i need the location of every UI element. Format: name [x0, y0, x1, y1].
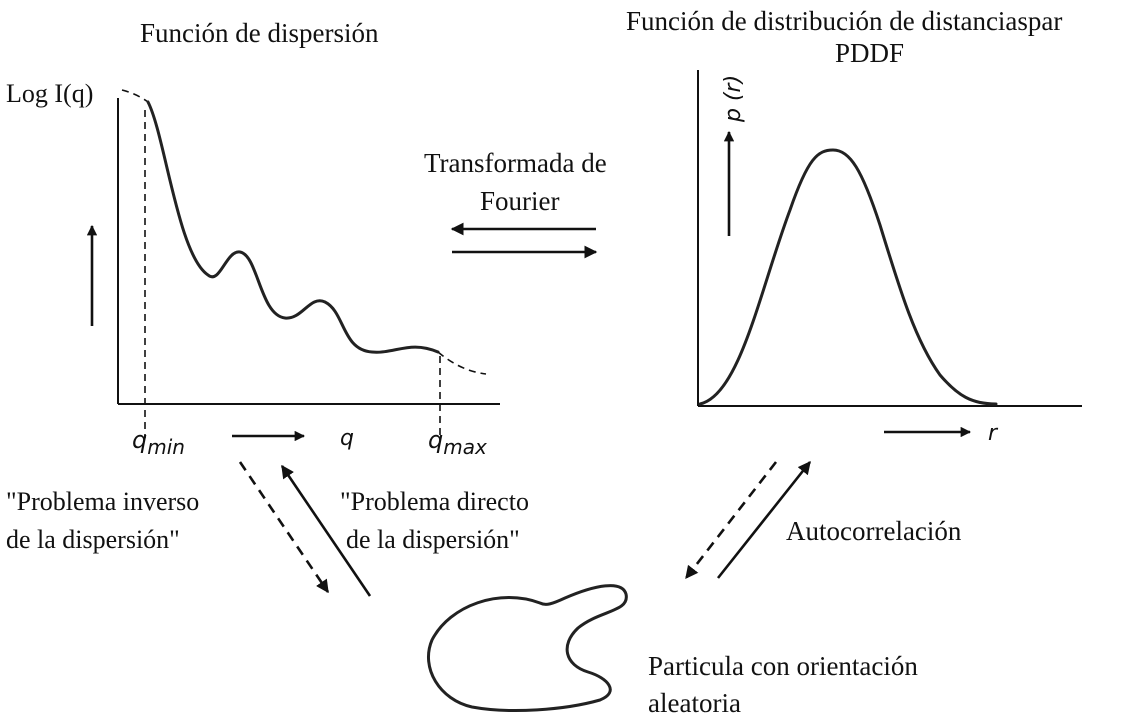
qmin-subscript: min: [147, 435, 185, 459]
particle-label-line1: Particula con orientación: [648, 651, 918, 681]
direct-problem-label-line2: de la dispersión": [346, 525, 520, 554]
direct-problem-label-line1: "Problema directo: [340, 487, 529, 516]
qmax-subscript: max: [443, 435, 487, 459]
qmin-label: qmin: [132, 426, 185, 459]
scattering-function-title: Función de dispersión: [140, 18, 379, 48]
fourier-transform-label-line2: Fourier: [480, 186, 559, 216]
pddf-title-line1: Función de distribución de distanciaspar: [626, 6, 1062, 36]
autocorrelation-dashed-arrow: [684, 461, 778, 580]
scattering-function-panel: Función de dispersión Log I(q) qmin qmax…: [6, 18, 500, 459]
autocorrelation-arrow: [716, 460, 812, 579]
particle-shape: [427, 584, 628, 713]
direct-problem-arrow: [280, 464, 372, 597]
inverse-problem-arrow: [238, 461, 330, 594]
pddf-panel: Función de distribución de distanciaspar…: [626, 6, 1082, 446]
r-axis-label: r: [988, 421, 999, 446]
pddf-curve: [698, 148, 998, 406]
fourier-transform-group: Transformada de Fourier: [424, 148, 607, 259]
qmax-label: qmax: [428, 426, 487, 459]
pddf-title-line2: PDDF: [835, 38, 904, 68]
particle-label-line2: aleatoria: [648, 688, 741, 716]
inverse-problem-label-line2: de la dispersión": [6, 525, 180, 554]
fourier-transform-label-line1: Transformada de: [424, 148, 607, 178]
autocorrelation-label: Autocorrelación: [786, 516, 962, 546]
log-intensity-label: Log I(q): [6, 79, 93, 108]
pddf-y-axis-label: p (r): [721, 75, 746, 123]
scattering-problem-group: "Problema inverso de la dispersión" "Pro…: [6, 461, 529, 597]
scattering-curve-extrapolation-low: [121, 89, 149, 103]
random-particle-group: Particula con orientación aleatoria: [427, 584, 918, 716]
scattering-curve: [146, 100, 440, 354]
inverse-problem-label-line1: "Problema inverso: [6, 487, 199, 516]
autocorrelation-group: Autocorrelación: [684, 460, 962, 580]
q-axis-label: q: [340, 426, 354, 451]
scattering-curve-extrapolation-high: [437, 351, 487, 375]
